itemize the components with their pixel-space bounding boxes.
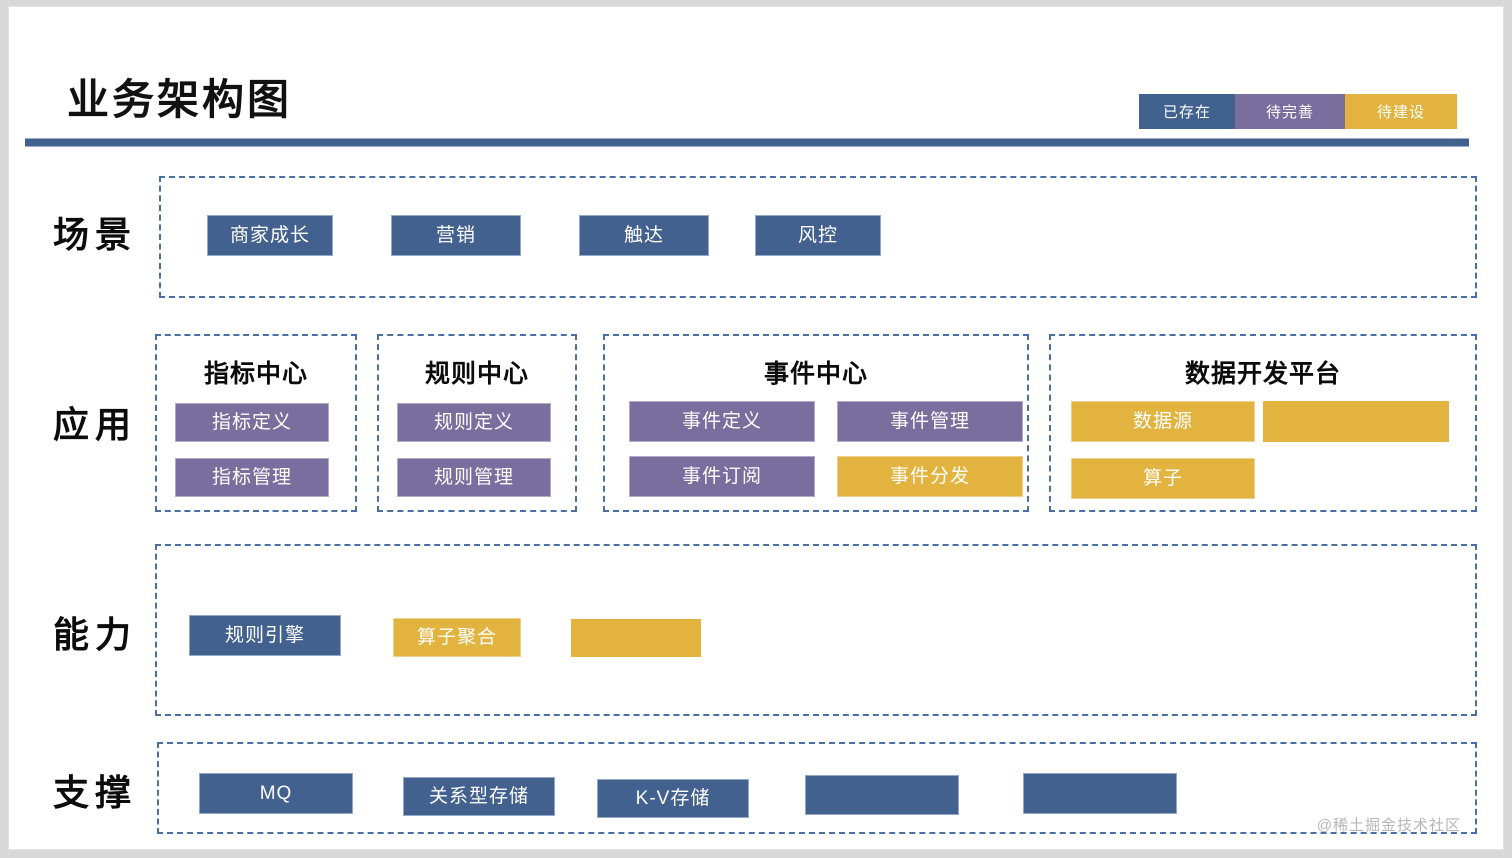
app-item-rule-definition[interactable]: 规则定义 (397, 403, 551, 442)
group-rule-center: 规则中心 规则定义 规则管理 (377, 334, 577, 512)
scene-item-merchant-growth[interactable]: 商家成长 (207, 215, 333, 256)
group-title-data-dev-platform: 数据开发平台 (1184, 360, 1341, 388)
support-item-relational-storage[interactable]: 关系型存储 (403, 777, 555, 816)
app-item-data-source[interactable]: 数据源 (1071, 401, 1255, 442)
group-data-dev-platform: 数据开发平台 数据源 算子 (1049, 334, 1477, 512)
ability-item-rule-engine[interactable]: 规则引擎 (189, 615, 341, 656)
app-item-rule-management[interactable]: 规则管理 (397, 458, 551, 497)
app-item-event-subscription[interactable]: 事件订阅 (629, 456, 815, 497)
app-item-event-dispatch[interactable]: 事件分发 (837, 456, 1023, 497)
watermark: @稀土掘金技术社区 (1316, 817, 1461, 834)
band-ability (155, 544, 1477, 716)
app-item-data-placeholder[interactable] (1263, 401, 1449, 442)
group-metric-center: 指标中心 指标定义 指标管理 (155, 334, 357, 512)
scene-item-marketing[interactable]: 营销 (391, 215, 521, 256)
legend: 已存在 待完善 待建设 (1139, 94, 1457, 129)
ability-item-placeholder[interactable] (571, 619, 701, 657)
app-item-metric-definition[interactable]: 指标定义 (175, 403, 329, 442)
legend-item-improve[interactable]: 待完善 (1235, 94, 1345, 129)
title-divider-rule (25, 138, 1469, 147)
group-title-metric-center: 指标中心 (203, 360, 308, 388)
app-item-operator[interactable]: 算子 (1071, 458, 1255, 499)
app-item-metric-management[interactable]: 指标管理 (175, 458, 329, 497)
ability-item-operator-aggregation[interactable]: 算子聚合 (393, 618, 521, 657)
page-title: 业务架构图 (67, 76, 293, 123)
app-item-event-management[interactable]: 事件管理 (837, 401, 1023, 442)
group-title-event-center: 事件中心 (763, 360, 868, 388)
scene-item-risk-control[interactable]: 风控 (755, 215, 881, 256)
slide-canvas: 业务架构图 已存在 待完善 待建设 场景 应用 能力 支撑 商家成长 营销 触达… (8, 6, 1504, 850)
row-label-ability: 能力 (53, 614, 138, 655)
row-label-scene: 场景 (53, 214, 138, 255)
group-title-rule-center: 规则中心 (424, 360, 529, 388)
legend-item-exist[interactable]: 已存在 (1139, 94, 1235, 129)
support-item-kv-storage[interactable]: K-V存储 (597, 779, 749, 818)
scene-item-reach[interactable]: 触达 (579, 215, 709, 256)
support-item-placeholder-2[interactable] (1023, 773, 1177, 814)
legend-item-build[interactable]: 待建设 (1345, 94, 1457, 129)
group-event-center: 事件中心 事件定义 事件管理 事件订阅 事件分发 (603, 334, 1029, 512)
row-label-application: 应用 (53, 404, 138, 445)
app-item-event-definition[interactable]: 事件定义 (629, 401, 815, 442)
support-item-mq[interactable]: MQ (199, 773, 353, 814)
support-item-placeholder-1[interactable] (805, 775, 959, 815)
row-label-support: 支撑 (53, 772, 138, 813)
